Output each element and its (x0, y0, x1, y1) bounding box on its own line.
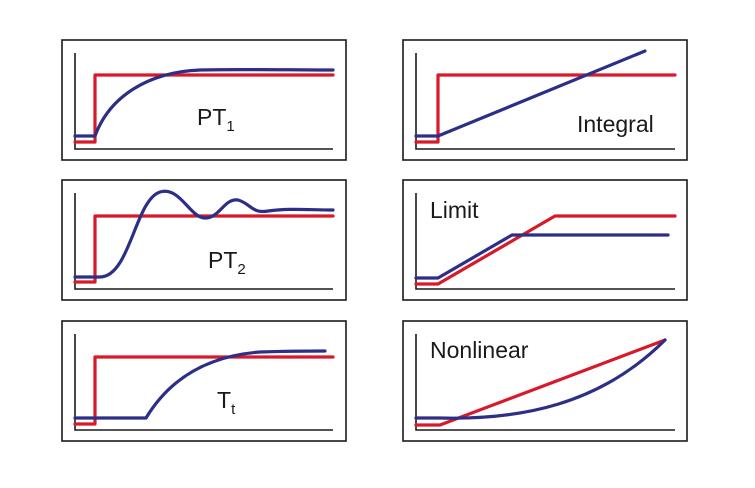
label-sub: t (231, 401, 236, 418)
label-main: PT (197, 104, 226, 130)
panel-label: Nonlinear (430, 337, 529, 363)
panel-nonlinear: Nonlinear (402, 320, 688, 442)
panel-frame (61, 179, 347, 301)
output-curve (73, 189, 335, 279)
panel-pt1: PT1 (61, 39, 347, 161)
label-sub: 2 (237, 261, 245, 278)
axes (74, 53, 333, 150)
panel-frame (61, 39, 347, 161)
input-step-curve (73, 73, 335, 144)
panel-integral: Integral (402, 39, 688, 161)
output-curve (73, 349, 327, 420)
panel-label: Limit (430, 197, 479, 223)
input-ramp-curve (414, 214, 677, 286)
output-curve (414, 338, 667, 420)
output-curve (414, 233, 670, 280)
input-step-curve (73, 355, 335, 426)
panel-label: PT2 (208, 247, 246, 278)
axes (415, 193, 675, 290)
label-main: T (217, 387, 231, 413)
axes (74, 193, 333, 290)
input-curve (414, 338, 667, 427)
axes (415, 334, 675, 431)
panel-limit: Limit (402, 179, 688, 301)
panel-label: PT1 (197, 104, 235, 135)
panel-frame (61, 320, 347, 442)
label-sub: 1 (226, 118, 234, 135)
output-curve (414, 49, 647, 138)
axes (74, 334, 333, 431)
output-curve (73, 67, 335, 138)
label-main: PT (208, 247, 237, 273)
panel-label: Tt (217, 387, 236, 418)
panel-tt: Tt (61, 320, 347, 442)
panel-frame (402, 179, 688, 301)
panel-frame (402, 39, 688, 161)
axes (415, 53, 675, 150)
input-step-curve (414, 73, 677, 144)
panel-label: Integral (577, 111, 654, 137)
panel-pt2: PT2 (61, 179, 347, 301)
